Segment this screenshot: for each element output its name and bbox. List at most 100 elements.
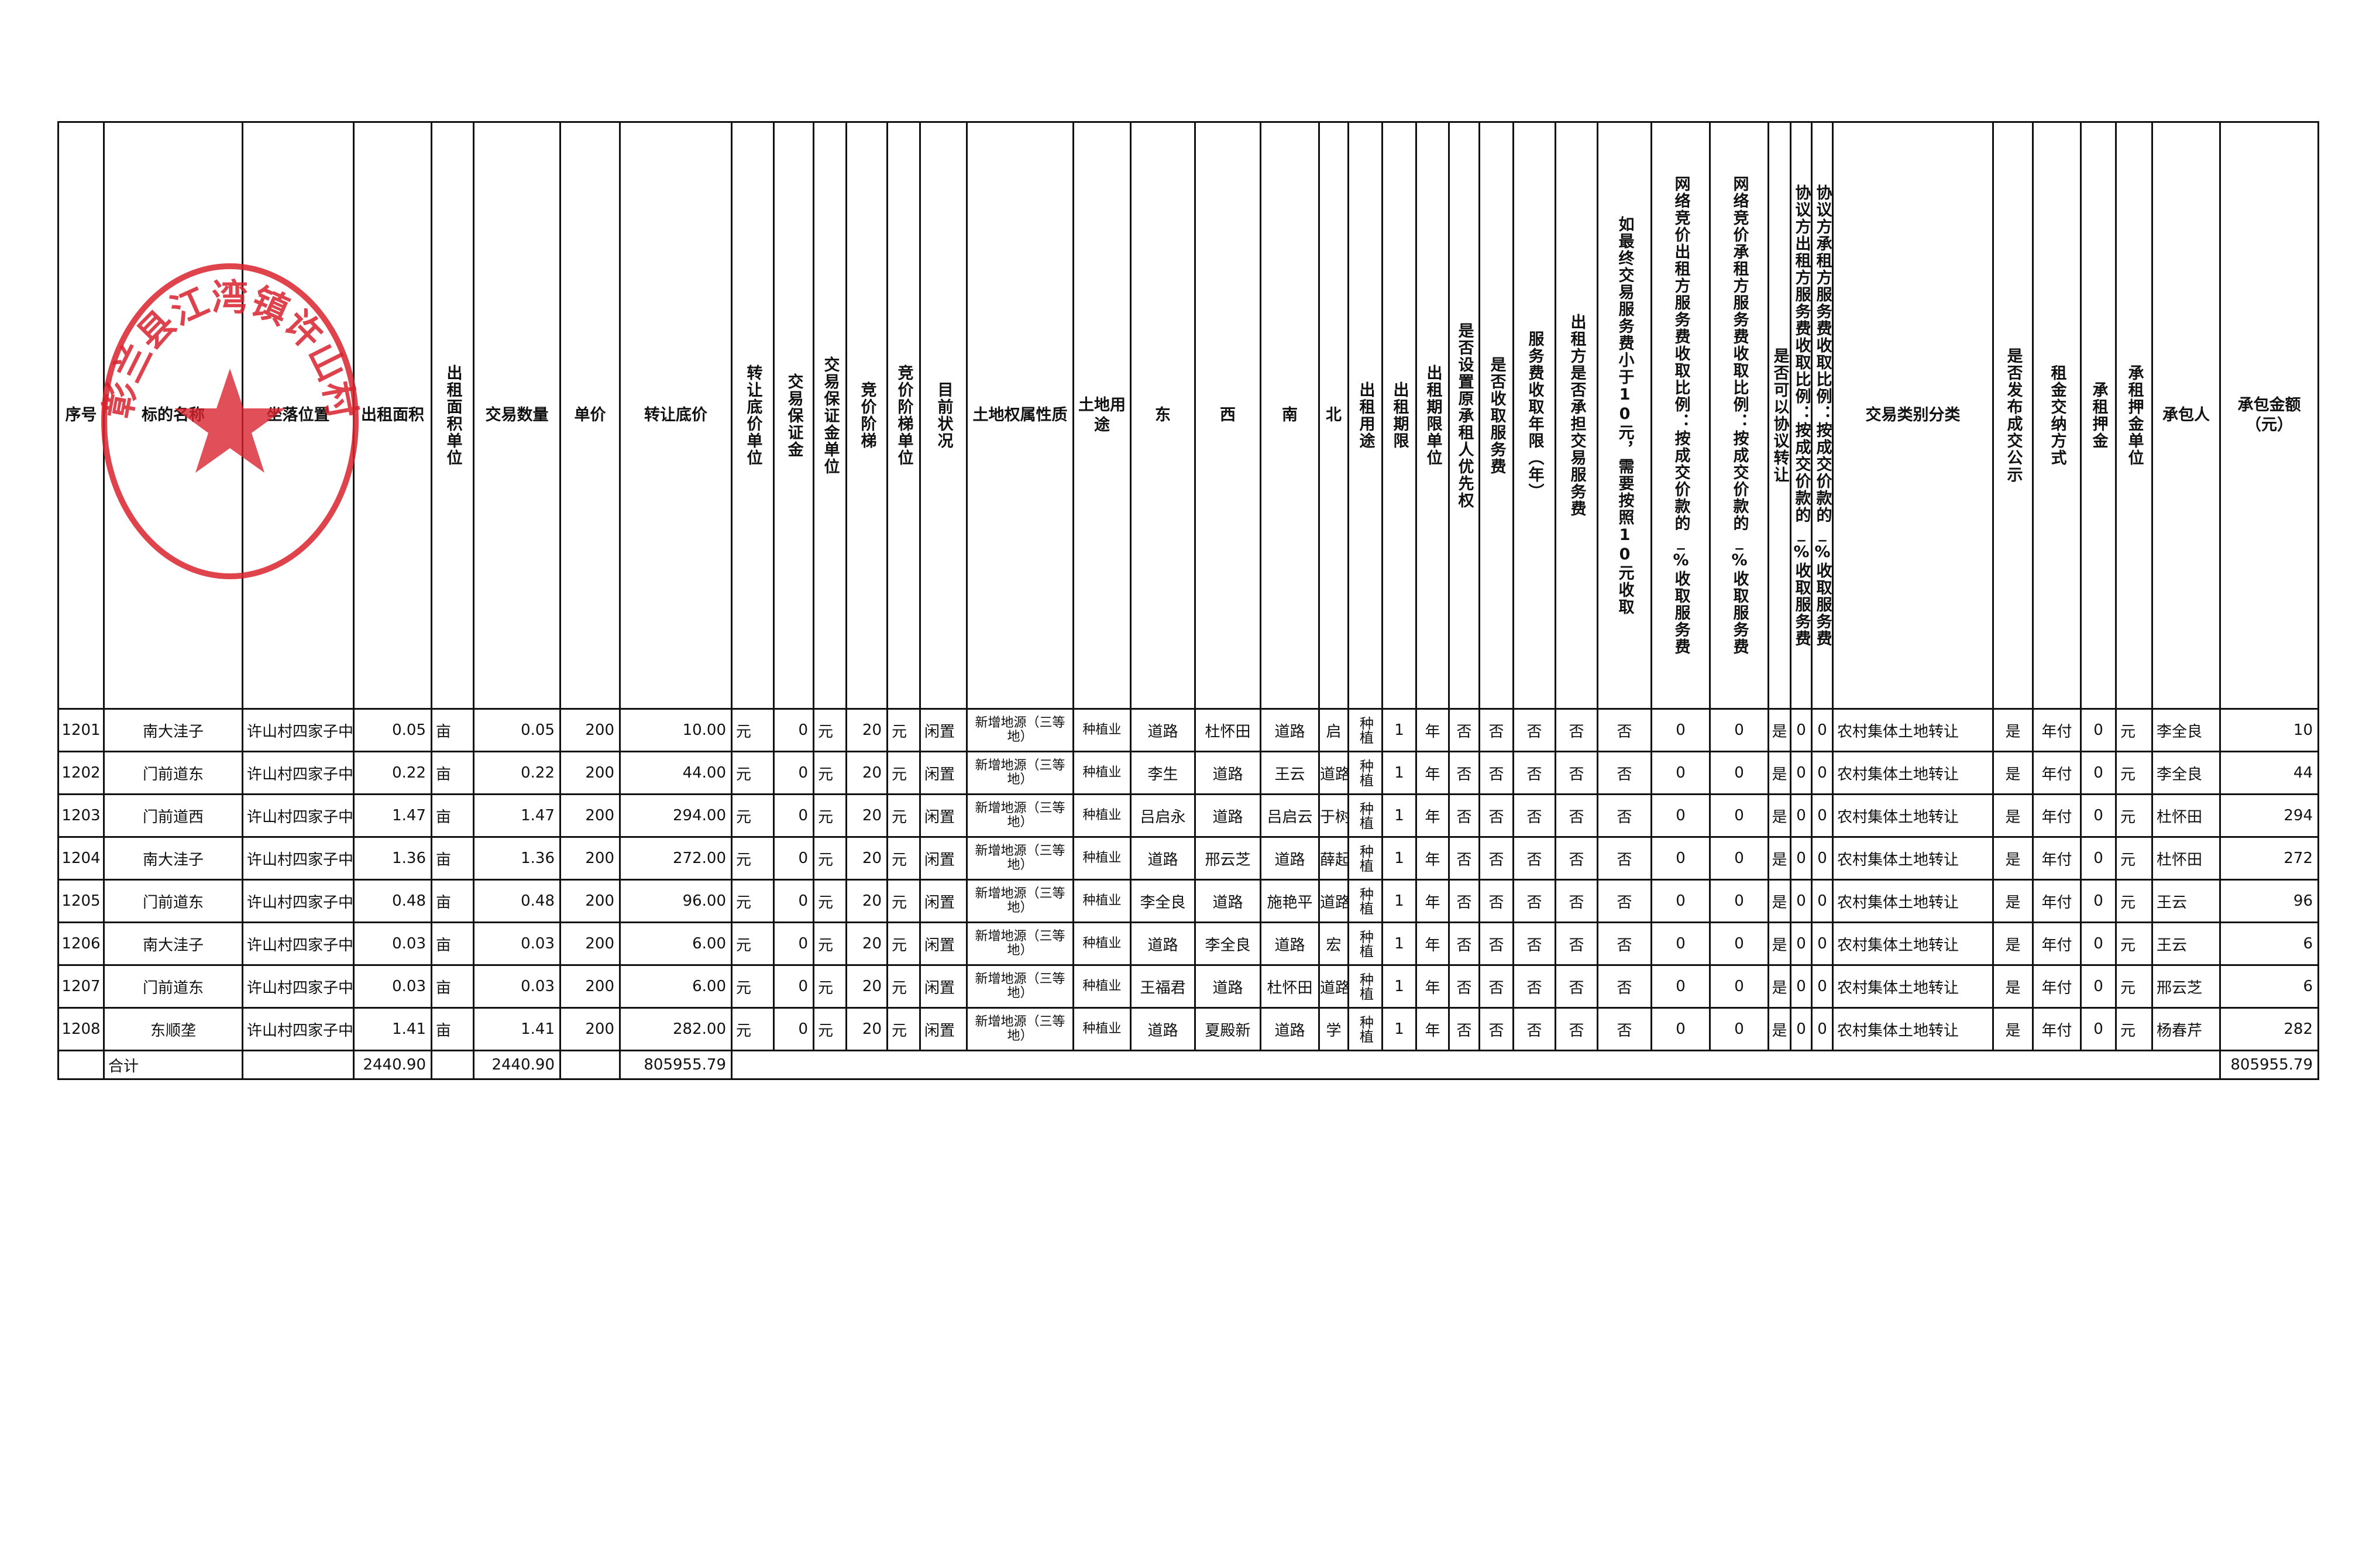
header-label: 出租方是否承担交易服务费 bbox=[1567, 314, 1586, 517]
cell-rent-deposit-unit: 元 bbox=[2115, 836, 2153, 881]
cell-pay-method: 年付 bbox=[2032, 793, 2082, 838]
cell-land-property: 新增地源（三等地） bbox=[966, 964, 1074, 1009]
cell-net-lessor: 0 bbox=[1650, 964, 1711, 1009]
cell-fee-charged: 否 bbox=[1478, 964, 1514, 1009]
cell-area: 0.48 bbox=[353, 879, 432, 923]
cell-deposit-unit: 元 bbox=[813, 921, 847, 966]
cell-south: 杜怀田 bbox=[1260, 964, 1320, 1009]
cell-term-unit: 年 bbox=[1415, 708, 1450, 752]
header-base-price-unit: 转让底价单位 bbox=[731, 121, 775, 710]
cell-bid-step: 20 bbox=[845, 751, 888, 795]
cell-category: 农村集体土地转让 bbox=[1832, 879, 1994, 923]
header-label: 出租用途 bbox=[1356, 381, 1375, 449]
cell-fee-years: 否 bbox=[1512, 793, 1556, 838]
cell-seq: 1208 bbox=[57, 1007, 105, 1051]
cell-deposit: 0 bbox=[773, 793, 814, 838]
header-name: 标的名称 bbox=[103, 121, 243, 710]
cell-net-lessor: 0 bbox=[1650, 751, 1711, 795]
cell-land-use: 种植业 bbox=[1072, 836, 1132, 881]
cell-term-unit: 年 bbox=[1415, 1007, 1450, 1051]
totals-base-price: 805955.79 bbox=[619, 1050, 733, 1080]
header-pay-method: 租金交纳方式 bbox=[2032, 121, 2082, 710]
cell-land-property: 新增地源（三等地） bbox=[966, 708, 1074, 752]
cell-amount: 294 bbox=[2219, 793, 2319, 838]
header-bid-step-unit: 竞价阶梯单位 bbox=[886, 121, 921, 710]
cell-unit-price: 200 bbox=[559, 793, 621, 838]
cell-fee-years: 否 bbox=[1512, 751, 1556, 795]
cell-contractor: 杜怀田 bbox=[2151, 793, 2221, 838]
header-label: 出租面积单位 bbox=[443, 365, 462, 466]
cell-fee-charged: 否 bbox=[1478, 921, 1514, 966]
cell-east: 李生 bbox=[1130, 751, 1196, 795]
cell-area-unit: 亩 bbox=[431, 964, 474, 1009]
cell-category: 农村集体土地转让 bbox=[1832, 1007, 1994, 1051]
cell-land-property: 新增地源（三等地） bbox=[966, 751, 1074, 795]
header-label: 交易保证金 bbox=[785, 373, 803, 458]
cell-rent-deposit-unit: 元 bbox=[2115, 1007, 2153, 1051]
header-label: 协议方承租方服务费收取比例：按成交价款的_%收取服务费 bbox=[1813, 184, 1832, 647]
header-label: 网络竞价出租方服务费收取比例：按成交价款的_%收取服务费 bbox=[1672, 176, 1690, 655]
cell-agr-lessor: 0 bbox=[1790, 708, 1813, 752]
header-qty: 交易数量 bbox=[473, 121, 561, 710]
header-label: 承包金额（元） bbox=[2237, 396, 2301, 434]
cell-deposit: 0 bbox=[773, 921, 814, 966]
cell-bid-step: 20 bbox=[845, 1007, 888, 1051]
cell-pay-method: 年付 bbox=[2032, 1007, 2082, 1051]
cell-south: 王云 bbox=[1260, 751, 1320, 795]
cell-rent-deposit: 0 bbox=[2080, 708, 2117, 752]
cell-north: 宏 bbox=[1318, 921, 1349, 966]
cell-unit-price: 200 bbox=[559, 921, 621, 966]
cell-unit-price: 200 bbox=[559, 964, 621, 1009]
cell-qty: 0.05 bbox=[473, 708, 561, 752]
header-agr-lessee: 协议方承租方服务费收取比例：按成交价款的_%收取服务费 bbox=[1811, 121, 1834, 710]
header-land-property: 土地权属性质 bbox=[966, 121, 1074, 710]
cell-land-property: 新增地源（三等地） bbox=[966, 1007, 1074, 1051]
cell-rent-deposit-unit: 元 bbox=[2115, 751, 2153, 795]
cell-fee-years: 否 bbox=[1512, 921, 1556, 966]
cell-min-fee: 否 bbox=[1597, 879, 1652, 923]
cell-contractor: 王云 bbox=[2151, 879, 2221, 923]
cell-term: 1 bbox=[1381, 836, 1417, 881]
cell-land-use: 种植业 bbox=[1072, 1007, 1132, 1051]
header-label: 东 bbox=[1155, 406, 1171, 424]
header-lessor-fee: 出租方是否承担交易服务费 bbox=[1555, 121, 1598, 710]
totals-qty: 2440.90 bbox=[473, 1050, 561, 1080]
cell-published: 是 bbox=[1992, 1007, 2034, 1051]
cell-category: 农村集体土地转让 bbox=[1832, 708, 1994, 752]
header-net-lessor: 网络竞价出租方服务费收取比例：按成交价款的_%收取服务费 bbox=[1650, 121, 1711, 710]
cell-land-property: 新增地源（三等地） bbox=[966, 879, 1074, 923]
cell-north: 道路 bbox=[1318, 964, 1349, 1009]
cell-deposit-unit: 元 bbox=[813, 836, 847, 881]
cell-land-property: 新增地源（三等地） bbox=[966, 793, 1074, 838]
cell-status: 闲置 bbox=[919, 751, 968, 795]
cell-contractor: 邢云芝 bbox=[2151, 964, 2221, 1009]
cell-term-unit: 年 bbox=[1415, 964, 1450, 1009]
cell-north: 于树 bbox=[1318, 793, 1349, 838]
cell-fee-charged: 否 bbox=[1478, 751, 1514, 795]
cell-agr-lessee: 0 bbox=[1811, 708, 1834, 752]
cell-priority: 否 bbox=[1448, 879, 1480, 923]
header-base-price: 转让底价 bbox=[619, 121, 733, 710]
cell-bid-step-unit: 元 bbox=[886, 708, 921, 752]
totals-seq bbox=[57, 1050, 105, 1080]
cell-east: 吕启永 bbox=[1130, 793, 1196, 838]
cell-base-price: 272.00 bbox=[619, 836, 733, 881]
header-area: 出租面积 bbox=[353, 121, 432, 710]
cell-unit-price: 200 bbox=[559, 836, 621, 881]
cell-pay-method: 年付 bbox=[2032, 879, 2082, 923]
cell-unit-price: 200 bbox=[559, 1007, 621, 1051]
header-unit-price: 单价 bbox=[559, 121, 621, 710]
cell-deposit: 0 bbox=[773, 708, 814, 752]
cell-rent-deposit: 0 bbox=[2080, 921, 2117, 966]
cell-agr-lessee: 0 bbox=[1811, 879, 1834, 923]
cell-base-price: 6.00 bbox=[619, 921, 733, 966]
cell-net-lessor: 0 bbox=[1650, 836, 1711, 881]
header-east: 东 bbox=[1130, 121, 1196, 710]
cell-rent-use: 种植 bbox=[1347, 921, 1383, 966]
header-amount: 承包金额（元） bbox=[2219, 121, 2319, 710]
header-rent-deposit: 承租押金 bbox=[2080, 121, 2117, 710]
cell-rent-deposit: 0 bbox=[2080, 964, 2117, 1009]
cell-name: 南大洼子 bbox=[103, 708, 243, 752]
